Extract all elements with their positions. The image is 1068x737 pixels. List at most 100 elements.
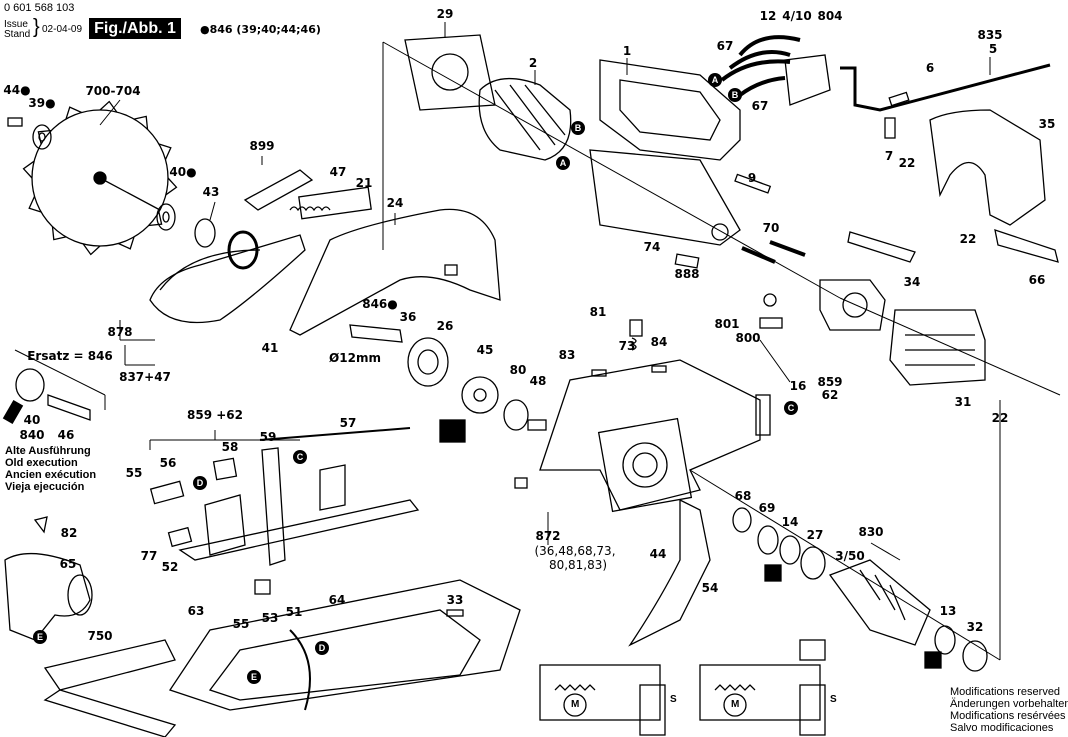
saw-tooth [82, 243, 101, 256]
old-part-840: 840 [19, 428, 45, 442]
part-label: 56 [159, 456, 177, 470]
part-label: 888 [674, 267, 700, 281]
saw-tooth [165, 177, 178, 196]
part-label: 57 [339, 416, 357, 430]
part-label: 67 [751, 99, 769, 113]
connection-badge: E [247, 670, 261, 684]
part-label: 68 [734, 489, 752, 503]
issue-date: 02-04-09 [42, 24, 83, 35]
assembly-872-contents-line2: 80,81,83) [548, 558, 608, 572]
part-label: 26 [436, 319, 454, 333]
connection-badge: C [784, 401, 798, 415]
cover-34 [847, 231, 916, 263]
part-label: 43 [202, 185, 220, 199]
flange-washers [7, 117, 259, 270]
part-label: 27 [806, 528, 824, 542]
part-label: 29 [436, 7, 454, 21]
part-label: 830 [858, 525, 884, 539]
part-label: 53 [261, 611, 279, 625]
terminal-symbol-1: S [670, 694, 677, 705]
replacement-note: Ersatz = 846 [27, 349, 113, 363]
label-888 [674, 253, 700, 269]
old-part-40: 40 [23, 413, 41, 427]
part-label: 878 [107, 325, 133, 339]
brushes-70 [741, 240, 806, 264]
footer-note-en: Modifications reserved [950, 686, 1061, 698]
brace: } [33, 16, 40, 38]
stand-label: Stand [4, 29, 31, 40]
old-execution-en: Old execution [5, 457, 78, 469]
part-label: 3/50 [835, 549, 865, 563]
part-label: 835 [977, 28, 1003, 42]
switch-and-cables [720, 35, 1051, 139]
rear-handle-35 [929, 109, 1059, 263]
brush-holder-29 [404, 34, 496, 111]
kit-note: ●846 (39;40;44;46) [200, 23, 321, 36]
part-label: 33 [446, 593, 464, 607]
part-label: 45 [476, 343, 494, 357]
part-label: 7 [884, 149, 894, 163]
wiring-diagram-2 [699, 639, 826, 736]
part-label: 62 [821, 388, 839, 402]
part-number: 0 601 568 103 [4, 2, 75, 14]
part-label: 41 [261, 341, 279, 355]
part-label: 74 [643, 240, 661, 254]
spring [289, 206, 331, 212]
connection-badge: D [315, 641, 329, 655]
part-label: 859 [817, 375, 843, 389]
part-label: 800 [735, 331, 761, 345]
angle-stop-65 [4, 516, 93, 641]
part-label: 22 [991, 411, 1009, 425]
part-label: 12 [759, 9, 777, 23]
part-label: 69 [758, 501, 776, 515]
rip-fence-750 [43, 639, 177, 737]
part-label: 750 [87, 629, 113, 643]
old-execution-es: Vieja ejecución [5, 481, 85, 493]
part-label: 58 [221, 440, 239, 454]
armature-830 [732, 507, 988, 672]
part-label: 872 [535, 529, 561, 543]
part-label: 82 [60, 526, 78, 540]
part-label: 32 [966, 620, 984, 634]
old-part-46: 46 [57, 428, 75, 442]
parallel-guide [149, 427, 420, 566]
base-housing-872 [514, 319, 771, 513]
saw-tooth [51, 226, 67, 241]
part-label: 39● [28, 96, 56, 110]
part-label: 55 [232, 617, 250, 631]
part-label: 21 [355, 176, 373, 190]
footer-note-es: Salvo modificaciones [950, 722, 1054, 734]
part-label: 700-704 [85, 84, 141, 98]
saw-tooth [158, 143, 172, 160]
part-label: 80 [509, 363, 527, 377]
old-execution-de: Alte Ausführung [5, 445, 91, 457]
part-label: 846● [362, 297, 398, 311]
saw-tooth [22, 160, 35, 179]
part-label: 84 [650, 335, 668, 349]
part-label: 13 [939, 604, 957, 618]
part-label: 36 [399, 310, 417, 324]
part-label: 52 [161, 560, 179, 574]
part-label: 64 [328, 593, 346, 607]
label-plate [298, 186, 372, 220]
part-label: 54 [701, 581, 719, 595]
part-label: 47 [329, 165, 347, 179]
part-label: 51 [285, 605, 303, 619]
part-label: 859 +62 [187, 408, 243, 422]
issue-label: Issue [4, 19, 28, 30]
old-execution-parts [2, 368, 91, 425]
connection-badge: B [728, 88, 742, 102]
part-label: 40● [169, 165, 197, 179]
part-label: 9 [747, 171, 757, 185]
part-label: 24 [386, 196, 404, 210]
connection-badge: E [33, 630, 47, 644]
saw-tooth [28, 196, 42, 213]
part-label: 804 [817, 9, 843, 23]
part-label: 2 [528, 56, 538, 70]
saw-tooth [65, 106, 82, 120]
part-label: 77 [140, 549, 158, 563]
connection-badge: B [571, 121, 585, 135]
part-label: 16 [789, 379, 807, 393]
lower-blade-guard [149, 234, 306, 324]
figure-title: Fig./Abb. 1 [89, 18, 181, 39]
